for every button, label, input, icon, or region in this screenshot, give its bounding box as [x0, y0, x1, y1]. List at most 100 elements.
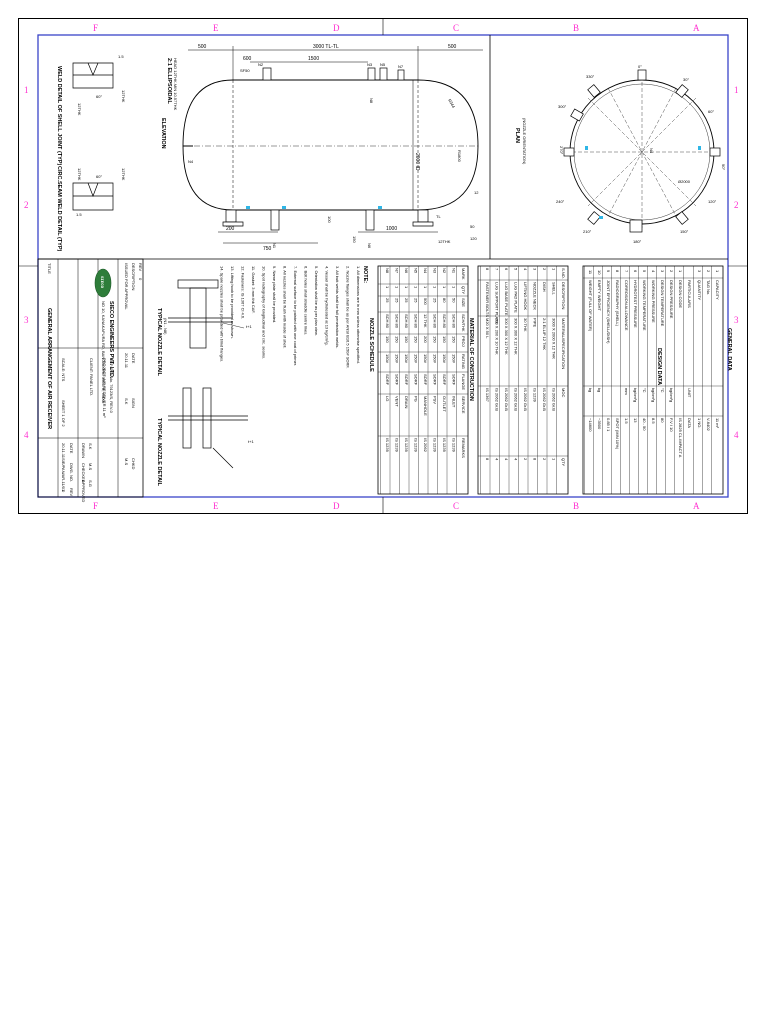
dim-r344: R344: [447, 98, 456, 109]
weld-label-8: 12THK: [77, 168, 82, 181]
material-header: DESCRIPTION: [561, 282, 566, 309]
nozzle-schedule-cell: N3: [433, 268, 438, 274]
nozzle-schedule-cell: SCH 80: [452, 314, 457, 329]
design-data-value: 0.85 / 1: [606, 418, 611, 432]
material-cell: LUG BASE PLATE: [504, 282, 509, 316]
zone-bottom-c: C: [453, 501, 459, 511]
rev-table-sign-h: SIGN: [131, 398, 136, 408]
nozzle-n5-label: N5: [380, 62, 386, 67]
material-cell: 2: [542, 268, 547, 271]
nozzle-schedule-cell: 150: [442, 336, 447, 343]
design-data-index: 2: [669, 270, 674, 273]
nozzle-schedule-cell: IS 1239: [414, 438, 419, 453]
nozzle-schedule-cell: DRAIN: [404, 396, 409, 409]
nozzle-schedule-header: QTY: [461, 286, 466, 295]
material-cell: 200 X 200 X 10 THK: [495, 318, 500, 355]
nozzle-schedule-cell: N1: [452, 268, 457, 274]
nozzle-schedule-cell: 1: [423, 286, 428, 289]
note-item: 12. Fasteners: IS 1367 Cl 4.6.: [241, 266, 246, 319]
plan-angle-180: 180°: [633, 239, 642, 244]
nozzle-schedule-cell: SORF: [452, 374, 457, 386]
material-cell: FASTENER BOLTS: [485, 282, 490, 317]
material-cell: 8: [485, 268, 490, 271]
nozzle-schedule-cell: 150: [385, 336, 390, 343]
nozzle-schedule-cell: PSV: [433, 396, 438, 404]
design-data-index: 7: [624, 270, 629, 273]
nozzle-schedule-cell: 1: [433, 286, 438, 289]
design-data-index: 3: [660, 270, 665, 273]
project-text: PROJECT: AIR RECEIVER 11 m³: [102, 358, 107, 418]
scale-text: SCALE: NTS: [61, 358, 66, 382]
material-cell: 7: [495, 268, 500, 271]
dim-12thk: 12THK: [438, 239, 451, 244]
nozzle-schedule-cell: SORF: [423, 374, 428, 386]
material-cell: 300 X 300 X 12 THK: [504, 318, 509, 355]
notes-title: NOTE:: [362, 266, 368, 283]
dim-120: 120: [470, 236, 477, 241]
material-cell: 5: [514, 268, 519, 271]
general-data-label: QUANTITY: [697, 280, 702, 301]
nozzle-detail-label-2: t+1: [248, 439, 254, 444]
material-cell: 8: [485, 458, 490, 461]
nozzle-schedule-cell: IS 1239: [385, 438, 390, 453]
nozzle-schedule-header: FLANGE: [461, 374, 466, 390]
zone-bottom-f: F: [93, 501, 98, 511]
dim-tl: TL: [436, 214, 441, 219]
design-data-unit: kg: [597, 388, 602, 392]
nozzle-schedule-cell: IS 1239: [442, 438, 447, 453]
company-address: NO 10, KANAKAPURA RD, BANGALORE 560078, …: [101, 301, 106, 404]
general-data-index: 2: [706, 270, 711, 273]
company-name: SIECO ENGINEERS PVT. LTD.: [108, 301, 114, 379]
design-data-label: WEIGHT (FULL OF WATER): [588, 280, 593, 332]
title-label: TITLE: [47, 263, 52, 274]
nozzle-schedule-cell: N7: [395, 268, 400, 274]
nozzle-schedule-header: PROJ: [461, 336, 466, 347]
general-data-label: TAG No.: [706, 280, 711, 295]
nozzle-schedule-cell: INLET: [452, 396, 457, 408]
design-data-index: 5: [642, 270, 647, 273]
weld-label-3: 12THK: [121, 90, 126, 103]
design-data-label: DESIGN TEMPERATURE: [660, 280, 665, 327]
dim-500-right: 500: [448, 44, 457, 50]
title-block: SIECO SIECO ENGINEERS PVT. LTD. NO 10, K…: [37, 258, 144, 502]
material-cell: 4: [495, 458, 500, 461]
nozzle-detail-bottom-title: TYPICAL NOZZLE DETAIL: [156, 418, 162, 487]
material-cell: IS 2062 Gr.B: [504, 388, 509, 411]
nozzle-schedule-cell: 150: [395, 336, 400, 343]
nozzle-schedule-cell: SORF: [404, 374, 409, 386]
dim-50: 50: [470, 224, 475, 229]
nozzle-schedule-cell: SORF: [395, 374, 400, 386]
date-value: 20.11.11: [61, 443, 66, 459]
general-data-value: V-6402: [706, 418, 711, 431]
plan-angle-90: 90°: [721, 164, 726, 170]
note-item: 2. Nozzle flanges shall be as per ANSI B…: [346, 266, 351, 369]
material-cell: SHELL: [552, 282, 557, 295]
elevation-view: 2:1 ELLIPSOIDAL HEAD 12THK.MIN 10.57THK …: [160, 44, 483, 252]
design-data-index: 4: [651, 270, 656, 273]
material-cell: 4: [504, 458, 509, 461]
nozzle-schedule-cell: SCH 80: [442, 314, 447, 329]
dim-600: 600: [243, 56, 252, 62]
nozzle-schedule-cell: SCH 80: [414, 314, 419, 329]
elevation-head-note: 2:1 ELLIPSOIDAL: [166, 58, 172, 104]
plan-angle-120: 120°: [708, 199, 717, 204]
weld-details: WELD DETAIL OF SHELL JOINT (TYP) 1.5 60°…: [56, 54, 126, 252]
material-table: MATERIAL OF CONSTRUCTION S.NO.DESCRIPTIO…: [468, 265, 569, 495]
design-data-index: 1: [678, 270, 683, 273]
zone-left-3: 3: [24, 315, 29, 325]
plan-view: PLAN (NOZZLE ORIENTATION): [514, 64, 726, 244]
nozzle-schedule-cell: 500: [423, 298, 428, 305]
rev-table-chkd: M.S: [124, 458, 129, 465]
zone-top-a: A: [693, 23, 700, 33]
design-data-header: DATA: [687, 418, 692, 428]
zone-bottom-a: A: [693, 501, 700, 511]
drawn-label: DRAWN: [81, 443, 86, 458]
rev-table-rev: 0: [138, 278, 143, 281]
note-item: 1. All dimensions are in mm unless other…: [356, 266, 361, 364]
weld-label-1: 1.5: [118, 54, 124, 59]
checked-name: M.S: [88, 463, 93, 470]
material-header: S.NO.: [561, 268, 566, 279]
